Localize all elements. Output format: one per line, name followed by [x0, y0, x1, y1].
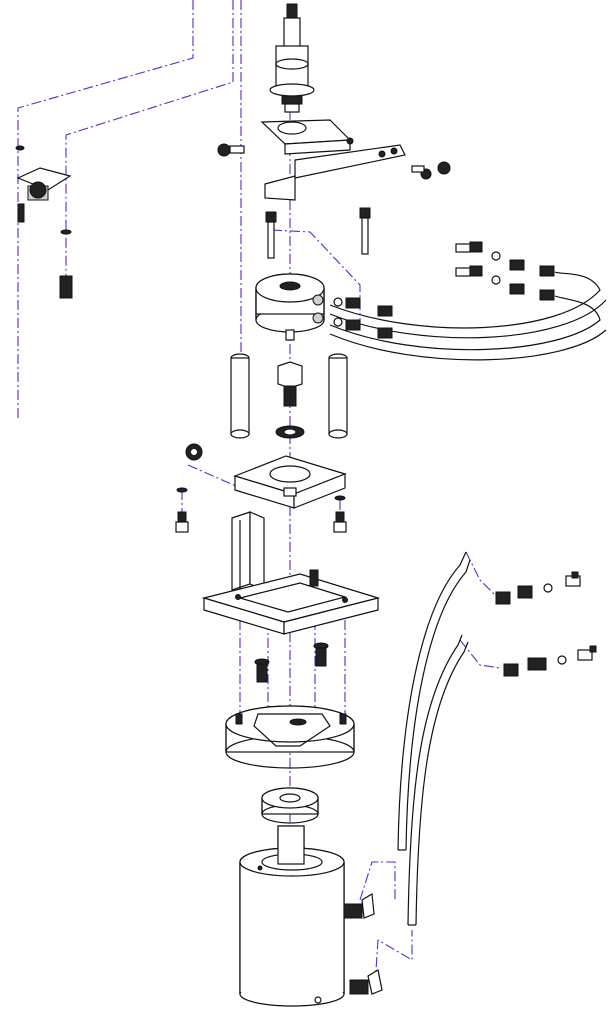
fittings-right-lower [503, 645, 597, 677]
standoff-right [328, 353, 348, 439]
flange-plate [233, 455, 347, 509]
cap-screw-right-mid [313, 642, 329, 667]
top-threaded-stud [269, 3, 315, 113]
leader-line-left-1 [17, 0, 194, 420]
bracket-screw-right [411, 161, 451, 180]
left-connector-assembly [15, 145, 73, 299]
fittings-right-upper [495, 571, 581, 605]
leader-line-nut [187, 464, 246, 491]
cap-screw-left-mid [254, 658, 270, 683]
leader-line-elbow-lower [374, 930, 413, 986]
leader-line-fitting-upper [465, 551, 499, 599]
round-adapter-housing [225, 705, 355, 769]
spacer-ring [261, 787, 319, 824]
star-washer [275, 425, 305, 439]
leader-line-elbow-upper [359, 861, 396, 901]
elbow-fitting-lower [349, 969, 383, 995]
screw-left-lower [175, 487, 189, 533]
long-screw-right [359, 207, 371, 255]
screw-right-lower [333, 495, 347, 533]
leader-line-left-2 [65, 0, 234, 290]
mounting-base-plate [201, 569, 381, 635]
fittings-row-upper [455, 241, 555, 301]
fittings-at-collar [333, 297, 393, 339]
hex-nut-with-thread [277, 361, 303, 407]
bracket-screw-left [217, 143, 245, 157]
small-nut-left [185, 443, 203, 461]
clamp-collar [255, 273, 325, 341]
upper-mounting-bracket [260, 119, 406, 201]
tube-pair-right [397, 551, 471, 926]
upright-channel-bracket [231, 511, 265, 592]
elbow-fitting-upper [343, 892, 375, 919]
leader-line-fitting-lower [459, 639, 501, 669]
standoff-left [230, 353, 250, 439]
main-cylinder-body [239, 825, 345, 1007]
long-screw-left [265, 211, 277, 259]
cable-assembly-upper [329, 241, 607, 361]
